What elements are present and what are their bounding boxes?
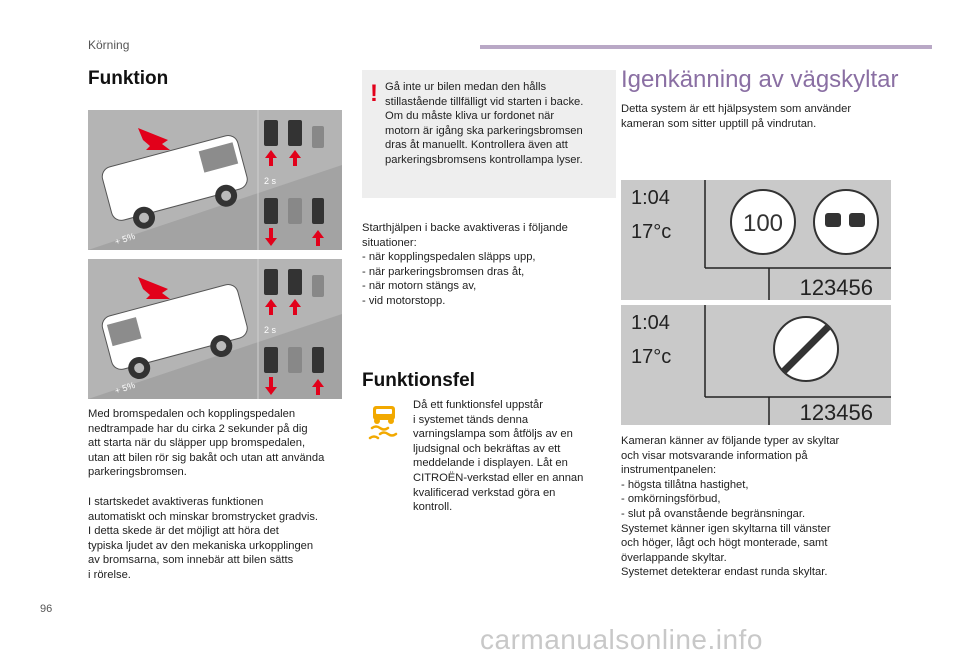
display-1-speed-sign: 100 [743, 210, 783, 237]
page-number: 96 [40, 603, 53, 615]
timer-label-1: 2 s [264, 176, 277, 186]
van-pedal-diagram-2: 2 s + 5% [88, 259, 342, 399]
display-2-odometer: 123456 [800, 400, 873, 425]
display-2-time: 1:04 [631, 312, 670, 334]
warning-exclamation-icon: ! [370, 80, 378, 107]
header-divider [480, 45, 932, 49]
warning-box [362, 70, 616, 198]
deactivation-text: Starthjälpen i backe avaktiveras i följa… [362, 222, 568, 307]
fault-title: Funktionsfel [362, 370, 475, 391]
display-2-graphic: 1:04 17°c 123456 [621, 305, 891, 425]
illustration-van-uphill-2: 2 s + 5% [88, 259, 342, 399]
illustration-van-uphill-1: 2 s + 5% [88, 110, 342, 250]
display-1-odometer: 123456 [800, 275, 873, 300]
funktion-title: Funktion [88, 68, 169, 89]
sign-recognition-title: Igenkänning av vägskyltar [621, 66, 899, 93]
warning-text: Gå inte ur bilen medan den hålls stillas… [385, 81, 584, 166]
funktion-paragraph-2: I startskedet avaktiveras funktionen aut… [88, 496, 319, 581]
skid-warning-icon [366, 402, 402, 442]
instrument-display-speed-limit: 1:04 17°c 100 123456 [621, 180, 891, 300]
section-label: Körning [88, 38, 130, 52]
instrument-display-end-restrictions: 1:04 17°c 123456 [621, 305, 891, 425]
fault-text: Då ett funktionsfel uppstår i systemet t… [413, 399, 584, 514]
funktion-paragraph-1: Med bromspedalen och kopplingspedalen ne… [88, 408, 325, 479]
timer-label-2: 2 s [264, 325, 277, 335]
display-1-temp: 17°c [631, 221, 671, 243]
van-pedal-diagram-1: 2 s + 5% [88, 110, 342, 250]
display-2-temp: 17°c [631, 346, 671, 368]
display-1-graphic: 1:04 17°c 100 123456 [621, 180, 891, 300]
display-1-time: 1:04 [631, 187, 670, 209]
sign-recognition-intro: Detta system är ett hjälpsystem som anvä… [621, 103, 852, 130]
watermark-text: carmanualsonline.info [480, 624, 763, 655]
sign-recognition-body: Kameran känner av följande typer av skyl… [621, 435, 840, 579]
